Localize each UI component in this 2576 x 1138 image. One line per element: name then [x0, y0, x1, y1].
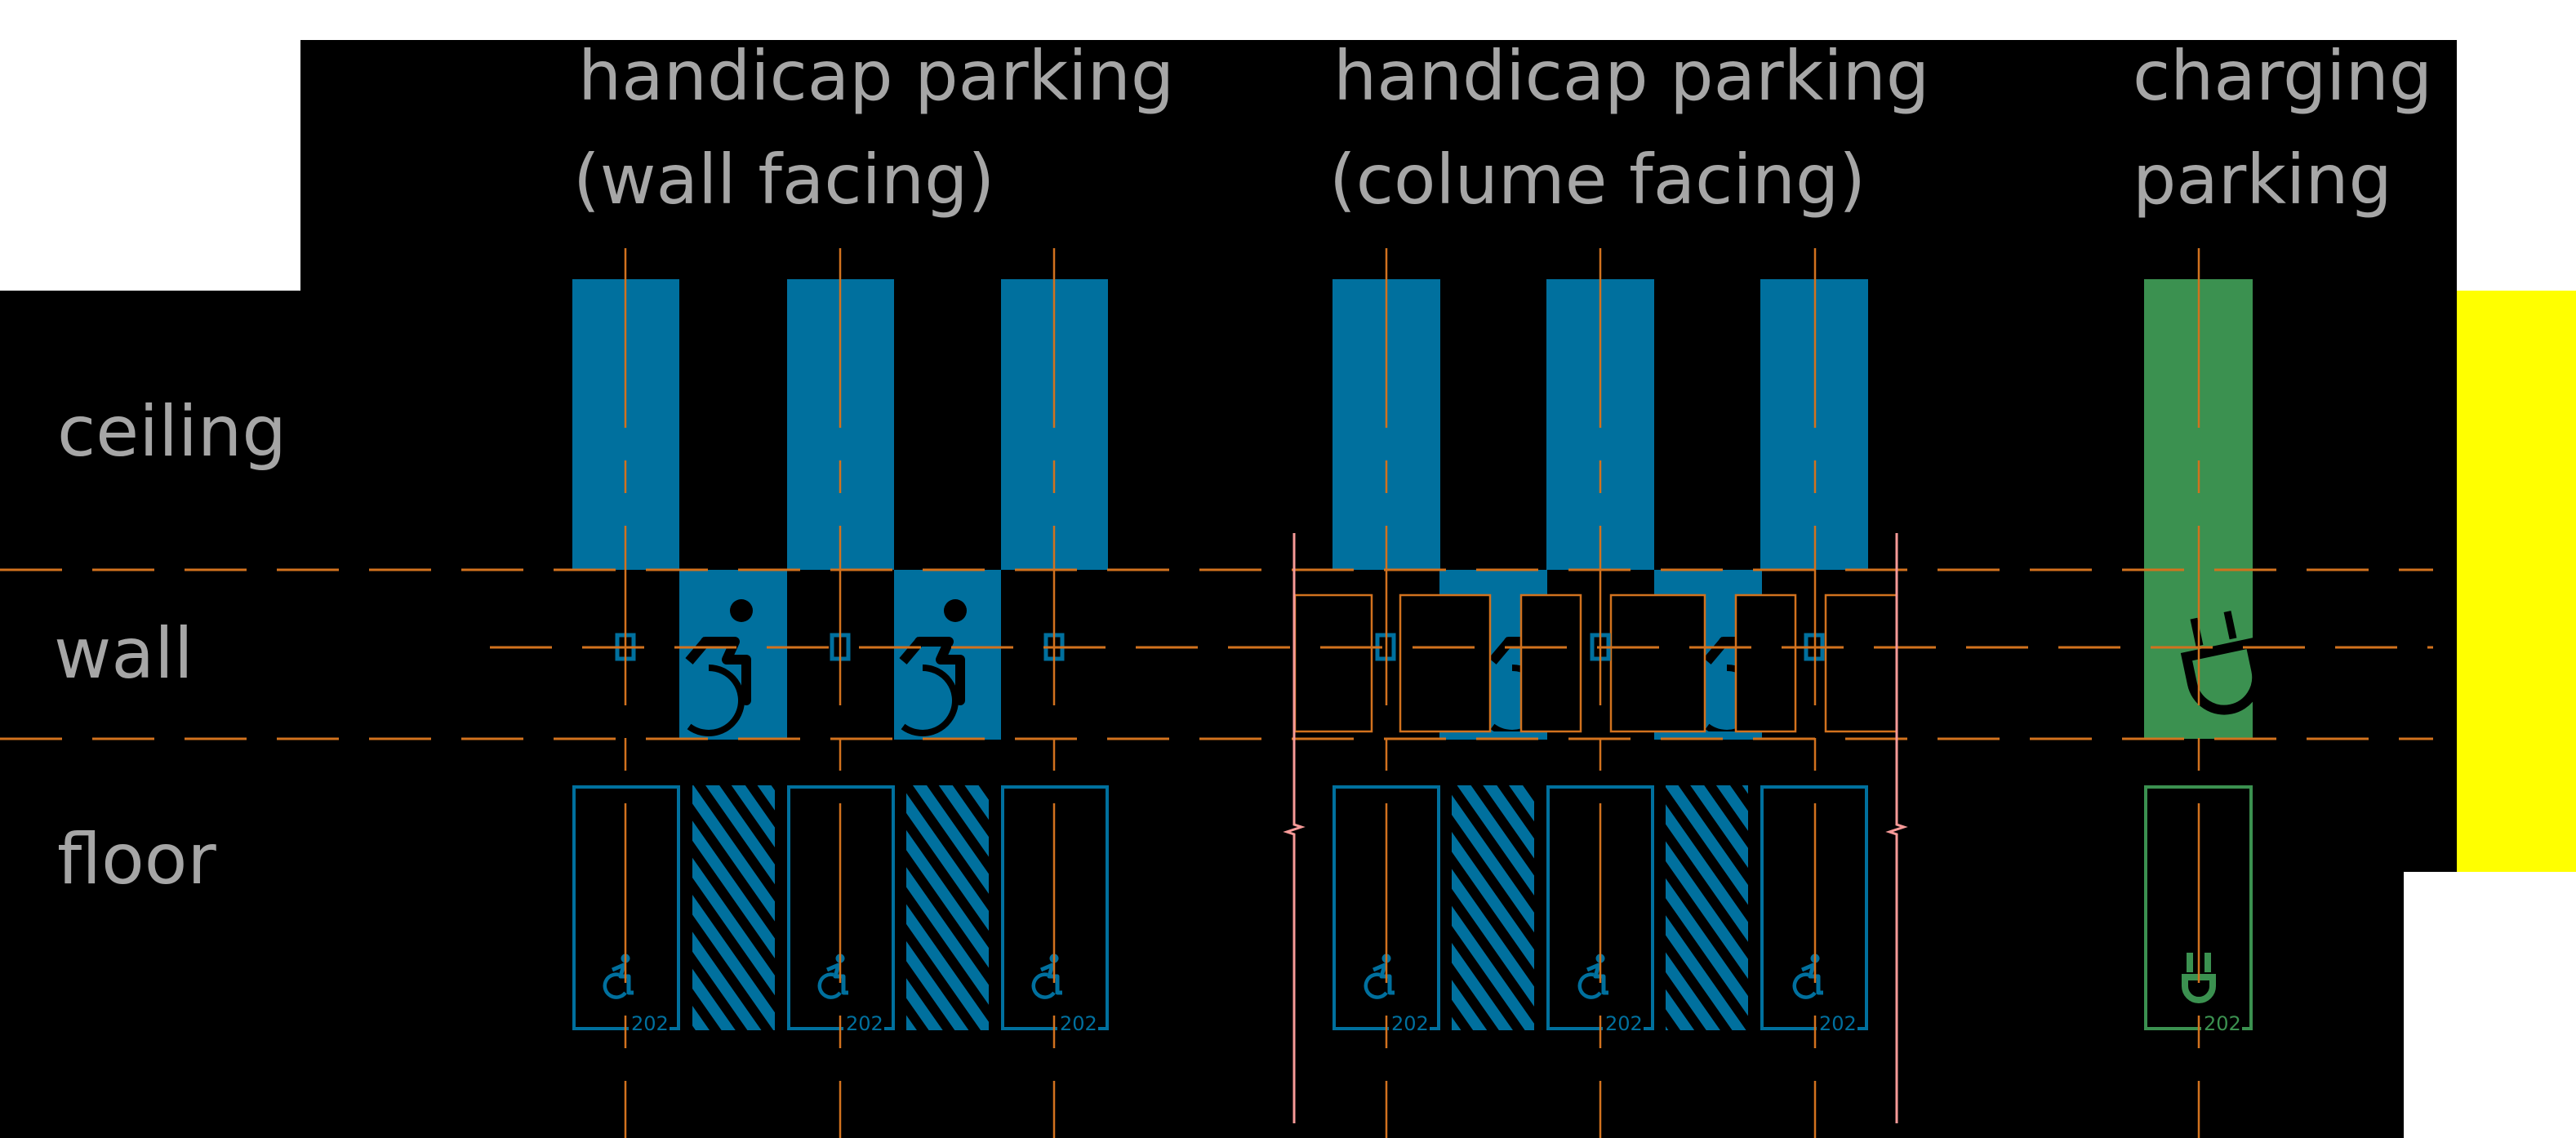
hatched-aisle [1452, 785, 1534, 1030]
hatched-aisle [1666, 785, 1748, 1030]
hatched-aisle [906, 785, 989, 1030]
space-number: 202 [1605, 1012, 1643, 1035]
row-label-ceiling: ceiling [57, 391, 287, 473]
header-wall-facing-line1: handicap parking [578, 36, 1174, 116]
canvas-bottom [0, 872, 2404, 1138]
row-label-wall: wall [54, 613, 194, 695]
canvas-top [300, 40, 2457, 291]
header-column-facing-line1: handicap parking [1333, 36, 1929, 116]
header-charging-line2: parking [2133, 140, 2392, 220]
row-label-floor: floor [57, 819, 216, 900]
header-charging-line1: charging [2133, 36, 2432, 116]
header-column-facing-line2: (colume facing) [1329, 140, 1866, 220]
ev-plug-icon [2182, 953, 2216, 1003]
floor-row: 202 202 202 202 202 202 202 [572, 785, 2253, 1035]
space-number: 202 [631, 1012, 669, 1035]
space-number: 202 [1819, 1012, 1857, 1035]
break-lines [1283, 533, 1908, 1123]
canvas-main [0, 291, 2457, 872]
ev-plug-icon [2180, 611, 2253, 715]
highlight-yellow-block [2457, 291, 2576, 872]
space-number: 202 [1391, 1012, 1429, 1035]
header-wall-facing-line2: (wall facing) [573, 140, 994, 220]
space-number: 202 [846, 1012, 883, 1035]
space-number: 202 [1060, 1012, 1097, 1035]
wall-row-wall-facing [615, 570, 1065, 740]
hatched-aisle [692, 785, 775, 1030]
space-number: 202 [2204, 1012, 2241, 1035]
guide-lines [0, 248, 2433, 1138]
